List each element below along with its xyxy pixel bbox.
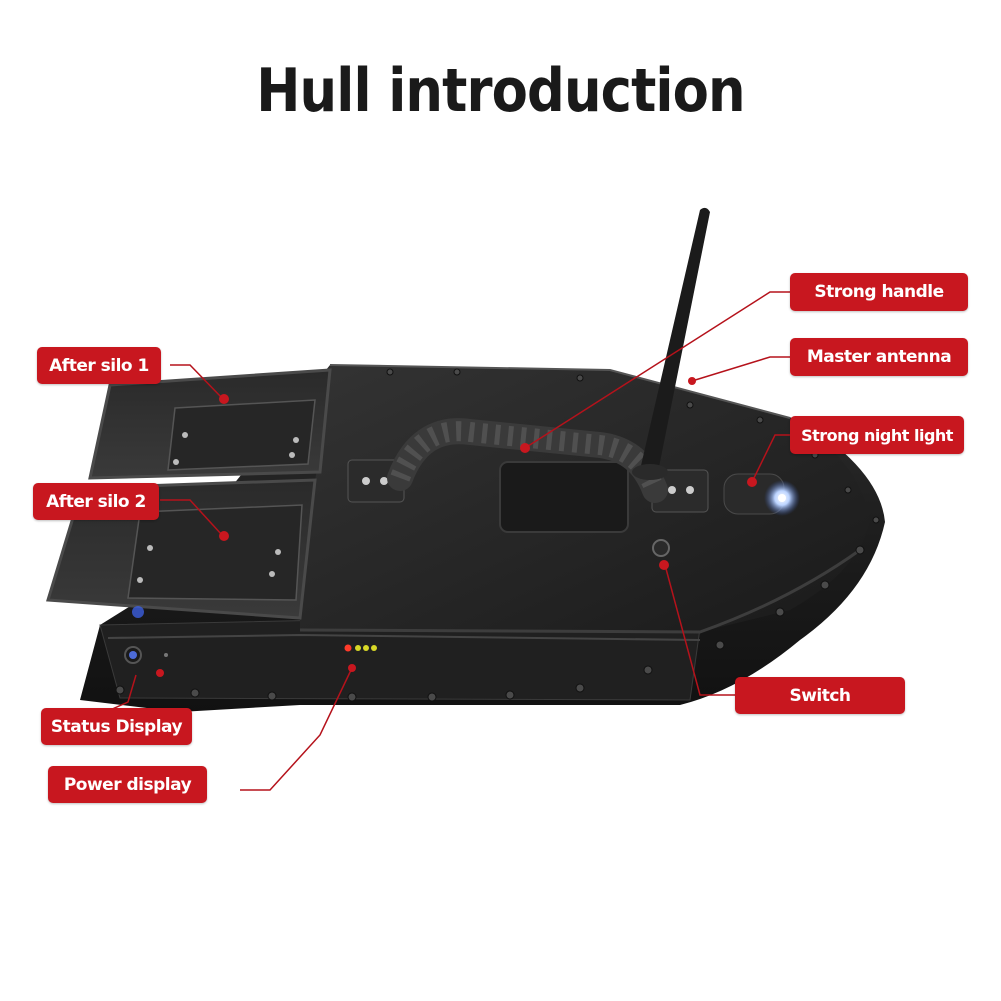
switch-knob bbox=[652, 539, 670, 557]
callout-master-antenna: Master antenna bbox=[790, 338, 968, 376]
power-leds bbox=[344, 644, 377, 652]
hatch bbox=[499, 461, 629, 533]
antenna bbox=[640, 207, 710, 472]
rear-deck bbox=[99, 619, 701, 701]
callout-power-display: Power display bbox=[48, 766, 207, 803]
callout-status-display: Status Display bbox=[41, 708, 192, 745]
callout-after-silo-1: After silo 1 bbox=[37, 347, 161, 384]
hull-bolts bbox=[115, 368, 880, 702]
night-light bbox=[723, 473, 800, 516]
callout-strong-handle: Strong handle bbox=[790, 273, 968, 311]
silo-1 bbox=[88, 368, 332, 480]
callout-switch: Switch bbox=[735, 677, 905, 714]
callout-after-silo-2: After silo 2 bbox=[33, 483, 159, 520]
leader-dots bbox=[156, 377, 757, 677]
leader-lines bbox=[109, 291, 790, 791]
callout-strong-night-light: Strong night light bbox=[790, 416, 964, 454]
page-title: Hull introduction bbox=[256, 56, 745, 126]
